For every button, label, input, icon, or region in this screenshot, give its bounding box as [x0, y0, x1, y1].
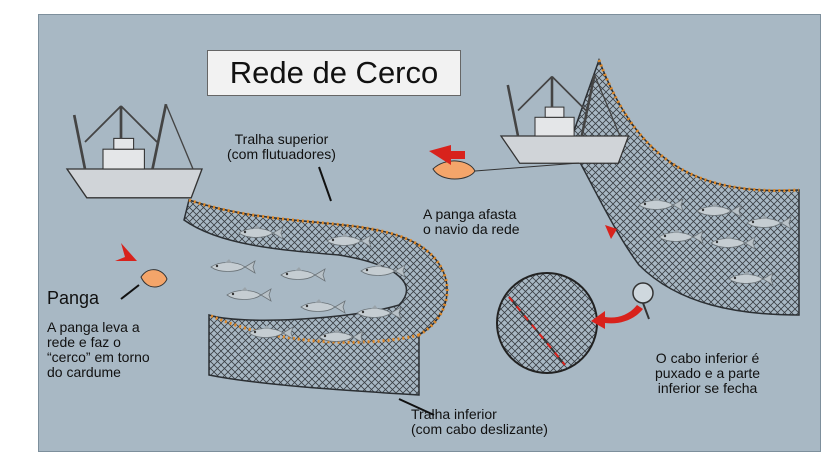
- right-boat: [432, 160, 580, 180]
- purse-seine-illustration: [65, 57, 800, 416]
- label-boat-pulls-away: A panga afasta o navio da rede: [423, 206, 520, 237]
- diagram-frame: Rede de Cerco Tralha superior (com flutu…: [38, 14, 821, 452]
- curved-red-arrow: [591, 225, 643, 329]
- label-top-rope: Tralha superior (com flutuadores): [227, 131, 336, 162]
- label-boat-role: A panga leva a rede e faz o “cerco” em t…: [47, 319, 150, 380]
- left-net: [183, 198, 449, 396]
- label-boat: Panga: [47, 288, 100, 308]
- left-red-arrow: [115, 243, 137, 261]
- right-red-arrow: [429, 145, 465, 165]
- label-bottom-rope: Tralha inferior (com cabo deslizante): [411, 406, 548, 437]
- diagram-title: Rede de Cerco: [207, 50, 461, 96]
- left-ship: [65, 102, 204, 200]
- left-boat: [140, 269, 168, 288]
- pointer-lines: [120, 166, 435, 416]
- right-net: [568, 57, 800, 316]
- label-closing: O cabo inferior é puxado e a parte infer…: [655, 350, 761, 396]
- magnifier-detail: [496, 272, 654, 374]
